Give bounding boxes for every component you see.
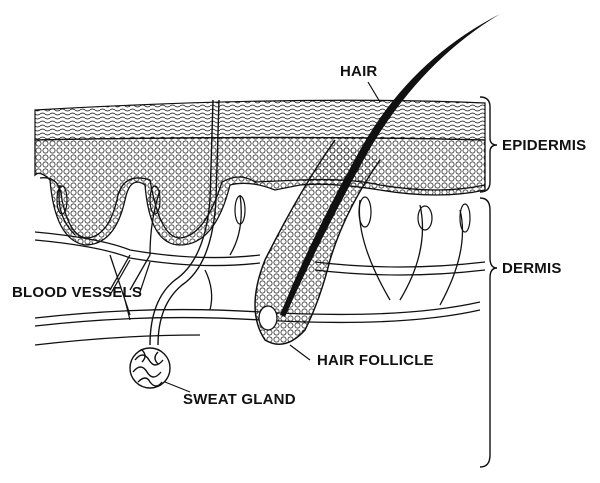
hair-bulb [258,305,278,331]
epidermis-bracket [479,96,498,193]
epidermis-cell-layer [34,136,486,246]
label-hair-follicle: HAIR FOLLICLE [317,352,434,369]
papilla-loops [56,185,471,233]
sweat-duct [149,99,220,346]
dermis-bracket [479,197,498,468]
label-blood-vessels: BLOOD VESSELS [12,284,143,301]
label-hair: HAIR [340,63,378,80]
label-epidermis: EPIDERMIS [502,137,587,154]
label-sweat-gland: SWEAT GLAND [183,391,296,408]
leader-lines [109,81,381,393]
stratum-corneum [34,99,486,141]
sweat-gland [129,347,171,389]
label-dermis: DERMIS [502,260,562,277]
